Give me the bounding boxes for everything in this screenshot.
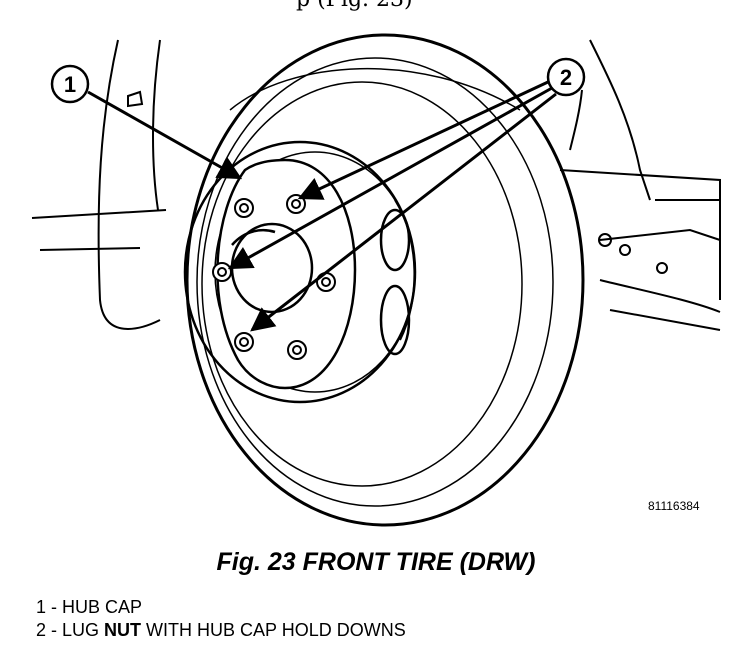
leader-arrow-2b xyxy=(227,86,553,270)
legend-item-2-prefix: 2 - LUG xyxy=(36,620,105,640)
figure-id: 81116384 xyxy=(648,499,700,513)
legend-item-2: 2 - LUG NUT WITH HUB CAP HOLD DOWNS xyxy=(36,619,406,642)
leader-lines xyxy=(87,80,557,332)
figure-caption: Fig. 23 FRONT TIRE (DRW) xyxy=(216,548,536,576)
callout-1: 1 xyxy=(50,64,90,104)
fender-background xyxy=(31,39,721,331)
legend-item-1-text: 1 - HUB CAP xyxy=(36,597,143,617)
cut-off-header-text: p (Fig. 23) xyxy=(296,0,413,12)
hub-cap xyxy=(216,158,357,390)
callout-1-number: 1 xyxy=(64,72,76,97)
legend-item-2-suffix: WITH HUB CAP HOLD DOWNS xyxy=(141,620,406,640)
legend-item-2-bold: NUT xyxy=(104,620,142,640)
leader-arrow-1 xyxy=(87,90,243,180)
legend-item-1: 1 - HUB CAP xyxy=(36,596,406,619)
callout-2-number: 2 xyxy=(560,65,572,90)
front-tire-illustration: 1 2 xyxy=(31,33,721,527)
tire xyxy=(185,33,585,527)
leader-arrow-2a xyxy=(297,80,549,200)
callout-2: 2 xyxy=(546,57,586,97)
leader-arrow-2c xyxy=(250,92,557,332)
lug-nuts xyxy=(212,194,336,360)
legend: 1 - HUB CAP 2 - LUG NUT WITH HUB CAP HOL… xyxy=(36,596,406,642)
